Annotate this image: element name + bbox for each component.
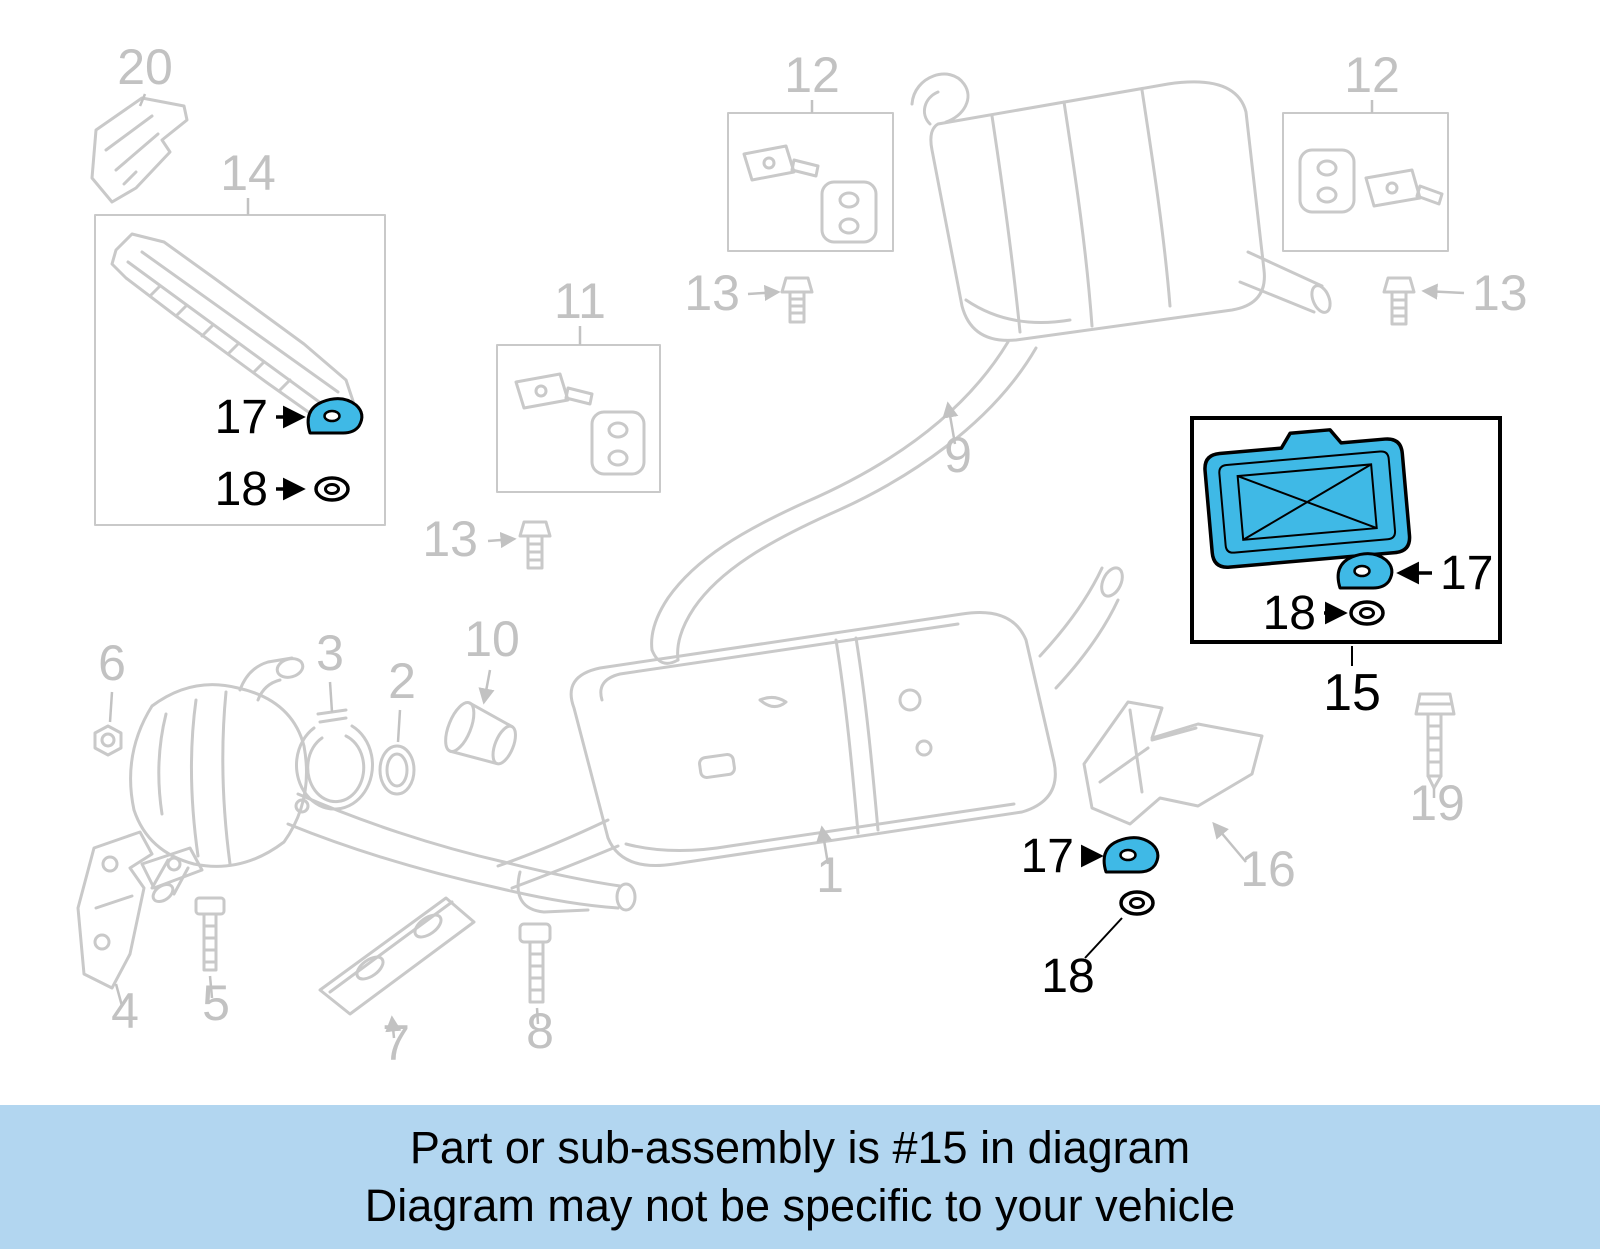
callout-3: 3: [316, 625, 344, 681]
callout-18-box: 18: [1263, 587, 1316, 640]
part-15-heat-shield: [1203, 428, 1412, 569]
callout-1: 1: [816, 847, 844, 903]
callout-12-left: 12: [784, 47, 840, 103]
callout-14: 14: [220, 145, 276, 201]
callout-2: 2: [388, 653, 416, 709]
callout-17-left: 17: [215, 391, 268, 444]
part-12-box-right: [1282, 112, 1449, 252]
callout-12-right: 12: [1344, 47, 1400, 103]
part-7-bracket: [318, 896, 476, 1016]
exhaust-parts-diagram: 20 14 12 12 11 13 13 13 9 10 6 3 2 1 16 …: [76, 39, 1528, 1071]
center-muffler: [496, 566, 1124, 914]
part-11-box: [496, 344, 661, 493]
callout-17-lower: 17: [1021, 830, 1074, 883]
part-3-clamp: [294, 708, 374, 811]
part-4-bracket: [76, 830, 204, 990]
part-16-heat-shield: [1082, 700, 1264, 826]
highlighted-callouts: 17 18 17 18 15 17: [215, 391, 1502, 1003]
callout-11: 11: [554, 273, 606, 329]
callout-18-left: 18: [215, 463, 268, 516]
bolt-8: [518, 922, 552, 1004]
part-18-washer-left: [314, 476, 350, 502]
intermediate-pipe-9: [650, 340, 1038, 665]
callout-7: 7: [382, 1015, 410, 1071]
callout-8: 8: [526, 1003, 554, 1059]
callout-15: 15: [1323, 664, 1381, 722]
part-18-washer-lower: [1119, 890, 1155, 916]
gray-callouts: 20 14 12 12 11 13 13 13 9 10 6 3 2 1 16 …: [98, 39, 1528, 1071]
bolt-19: [1414, 692, 1456, 790]
callout-20: 20: [117, 39, 173, 95]
callout-5: 5: [202, 975, 230, 1031]
notice-line-2: Diagram may not be specific to your vehi…: [364, 1180, 1236, 1231]
bolt-13-right: [1382, 276, 1416, 326]
part-20-shield-plate: [90, 96, 189, 204]
bolt-5: [194, 896, 226, 972]
exhaust-line-art: [76, 72, 1456, 1016]
callout-13-left: 13: [684, 265, 740, 321]
catalytic-converter: [129, 656, 637, 912]
callout-10: 10: [464, 611, 520, 667]
rear-muffler: [910, 72, 1332, 342]
part-17-clip-lower: [1102, 836, 1160, 874]
part-2-gasket-ring: [378, 744, 416, 796]
notice-banner: Part or sub-assembly is #15 in diagram D…: [0, 1105, 1600, 1249]
part-18-washer-box: [1349, 600, 1385, 626]
callout-4: 4: [111, 983, 139, 1039]
bolt-13-left: [780, 276, 814, 324]
callout-9: 9: [944, 427, 972, 483]
highlight-box-15: 17 18: [1190, 416, 1502, 644]
bolt-13-center: [518, 520, 552, 570]
part-17-clip-box: [1336, 552, 1394, 590]
part-6-nut: [93, 724, 123, 757]
callout-13-right: 13: [1472, 265, 1528, 321]
callout-16: 16: [1240, 841, 1296, 897]
callout-18-lower: 18: [1041, 950, 1094, 1003]
callout-17-box: 17: [1440, 547, 1493, 600]
part-10-coupler: [444, 701, 517, 766]
notice-line-1: Part or sub-assembly is #15 in diagram: [409, 1121, 1191, 1173]
callout-13-center: 13: [422, 511, 478, 567]
callout-19: 19: [1409, 775, 1465, 831]
callout-6: 6: [98, 635, 126, 691]
part-12-box-left: [727, 112, 894, 252]
part-17-clip-left: [306, 397, 364, 435]
